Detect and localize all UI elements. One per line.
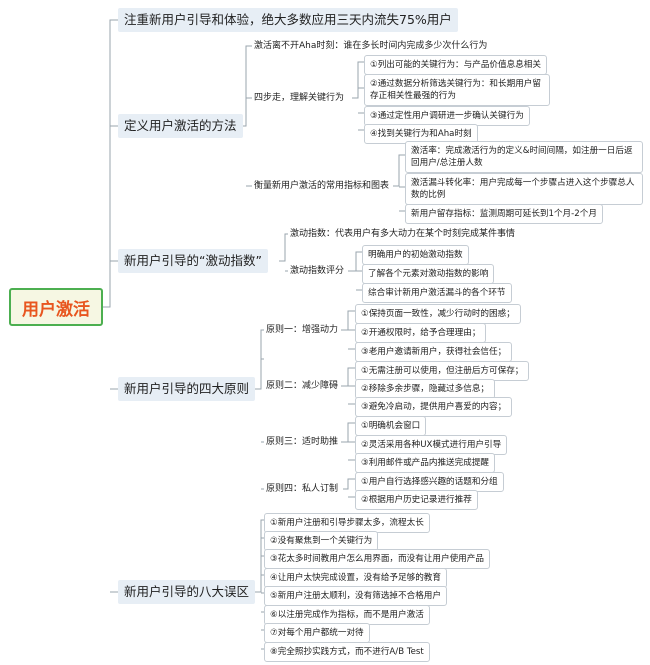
principle-2-node: 原则二：减少障碍 xyxy=(266,381,339,391)
list-item: ⑤新用户注册太顺利，没有筛选掉不合格用户 xyxy=(264,586,447,606)
aha-moment-node: 激活离不开Aha时刻：谁在多长时间内完成多少次什么行为 xyxy=(254,41,488,51)
list-item: ③花太多时间教用户怎么用界面，而没有让用户使用产品 xyxy=(264,549,490,569)
list-item: ②移除多余步骤，隐藏过多信息； xyxy=(355,379,496,399)
list-item: ⑧完全照抄实践方式，而不进行A/B Test xyxy=(264,642,430,662)
list-item: 激活漏斗转化率：用户完成每一个步骤占进入这个步骤总人数的比例 xyxy=(405,173,643,205)
list-item: ①无需注册可以使用，但注册后方可保存； xyxy=(355,361,530,381)
list-item: ②没有聚焦到一个关键行为 xyxy=(264,531,379,551)
branch-excitement-index: 新用户引导的“激动指数” xyxy=(118,249,268,273)
principle-4-node: 原则四：私人订制 xyxy=(266,484,339,494)
list-item: ②开通权限时，给予合理理由； xyxy=(355,323,487,343)
root-node: 用户激活 xyxy=(9,288,103,326)
metrics-node: 衡量新用户激活的常用指标和图表 xyxy=(254,181,390,191)
branch-four-principles: 新用户引导的四大原则 xyxy=(118,377,256,401)
excitement-score-node: 激动指数评分 xyxy=(290,266,345,276)
list-item: ③通过定性用户调研进一步确认关键行为 xyxy=(364,106,530,126)
list-item: ①新用户注册和引导步骤太多，流程太长 xyxy=(264,513,430,533)
principle-1-node: 原则一：增强动力 xyxy=(266,325,339,335)
list-item: ①列出可能的关键行为：与产品价值息息相关 xyxy=(364,55,547,75)
list-item: ③老用户邀请新用户，获得社会信任； xyxy=(355,342,513,362)
list-item: 新用户留存指标：监测周期可延长到1个月-2个月 xyxy=(405,204,603,224)
branch-define-activation: 定义用户激活的方法 xyxy=(118,114,243,138)
list-item: 激活率：完成激活行为的定义&时间间隔，如注册一日后返回用户/总注册人数 xyxy=(405,141,643,173)
list-item: 明确用户的初始激动指数 xyxy=(362,245,469,265)
principle-3-node: 原则三：适时助推 xyxy=(266,437,339,447)
list-item: ①保持页面一致性，减少行动时的困惑； xyxy=(355,304,521,324)
branch-retention-note: 注重新用户引导和体验，绝大多数应用三天内流失75%用户 xyxy=(118,8,458,32)
list-item: ③利用邮件或产品内推送完成提醒 xyxy=(355,453,496,473)
excitement-definition-node: 激动指数：代表用户有多大动力在某个时刻完成某件事情 xyxy=(290,229,516,239)
four-steps-node: 四步走，理解关键行为 xyxy=(254,93,345,103)
list-item: ②通过数据分析筛选关键行为：和长期用户留存正相关性最强的行为 xyxy=(364,74,550,106)
list-item: ④让用户太快完成设置，没有给予足够的教育 xyxy=(264,568,447,588)
branch-eight-mistakes: 新用户引导的八大误区 xyxy=(118,580,256,604)
list-item: 了解各个元素对激动指数的影响 xyxy=(362,264,495,284)
list-item: ⑦对每个用户都统一对待 xyxy=(264,623,370,643)
list-item: ②根据用户历史记录进行推荐 xyxy=(355,490,478,510)
list-item: ①用户自行选择感兴趣的话题和分组 xyxy=(355,472,504,492)
list-item: ②灵活采用各种UX模式进行用户引导 xyxy=(355,435,508,455)
list-item: ③避免冷启动，提供用户喜爱的内容； xyxy=(355,397,513,417)
list-item: ①明确机会窗口 xyxy=(355,416,427,436)
list-item: 综合审计新用户激活漏斗的各个环节 xyxy=(362,283,512,303)
list-item: ⑥以注册完成作为指标，而不是用户激活 xyxy=(264,605,430,625)
